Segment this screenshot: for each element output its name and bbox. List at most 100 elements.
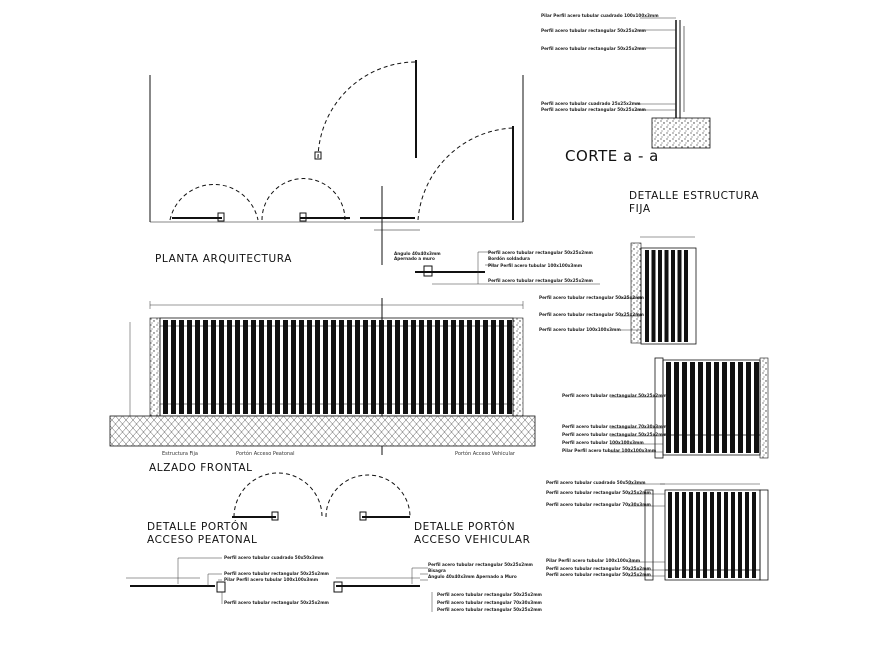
gate-slat [730,362,735,453]
svg-text:Perfil acero tubular rectangul: Perfil acero tubular rectangular 50x25x2… [546,572,652,577]
gate-slat [283,320,288,414]
gate-slat [203,320,208,414]
svg-text:Estructura Fija: Estructura Fija [162,451,198,457]
gate-slat [195,320,200,414]
svg-text:Perfil acero tubular rectangul: Perfil acero tubular rectangular 50x25x2… [224,600,330,605]
gate-slat [491,320,496,414]
gate-slat [677,250,682,342]
gate-slat [738,362,743,453]
gate-slat [219,320,224,414]
svg-text:Perfil acero tubular rectangul: Perfil acero tubular rectangular 70x30x3… [437,600,543,605]
door-swing-arc [261,178,346,221]
door-swing-arc [417,127,514,221]
gate-slat [731,492,735,578]
gate-slat [323,320,328,414]
svg-text:Perfil acero tubular rectangul: Perfil acero tubular rectangular 50x25x2… [488,250,594,255]
svg-text:Portón Acceso Peatonal: Portón Acceso Peatonal [236,450,295,457]
gate-slat [443,320,448,414]
corte-section: Pilar Perfil acero tubular cuadrado 100x… [541,13,711,165]
gate-slat [675,492,679,578]
door-swing-arc [169,183,259,221]
svg-text:Pilar Perfil acero tubular 100: Pilar Perfil acero tubular 100x100x3mm [488,263,583,268]
svg-text:Angulo 40x40x3mm Apernado a Mu: Angulo 40x40x3mm Apernado a Muro [428,574,517,579]
gate-slat [379,320,384,414]
svg-text:Perfil acero tubular rectangul: Perfil acero tubular rectangular 50x25x2… [488,278,594,283]
gate-slat [259,320,264,414]
gate-slat [668,492,672,578]
gate-slat [451,320,456,414]
gate-slat [371,320,376,414]
gate-slat [658,250,662,342]
svg-text:Pilar Perfil acero tubular cua: Pilar Perfil acero tubular cuadrado 100x… [541,13,659,18]
gate-slat [710,492,714,578]
gate-slat [163,320,168,414]
gate-slat [427,320,432,414]
svg-text:DETALLE PORTÓN: DETALLE PORTÓN [414,520,515,533]
detalle-porton-medio: Perfil acero tubular rectangular 50x25x2… [562,357,769,459]
gate-slat [752,492,756,578]
gate-slat [698,362,703,453]
planta-title: PLANTA ARQUITECTURA [155,253,292,265]
gate-slat [689,492,693,578]
svg-text:Perfil acero tubular 100x100x3: Perfil acero tubular 100x100x3mm [539,327,621,332]
gate-slat [696,492,700,578]
svg-text:DETALLE ESTRUCTURA: DETALLE ESTRUCTURA [629,190,759,202]
gate-slat [355,320,360,414]
gate-slat [187,320,192,414]
svg-text:Perfil acero tubular rectangul: Perfil acero tubular rectangular 50x25x2… [541,28,647,33]
gate-slat [387,320,392,414]
svg-text:Perfil acero tubular rectangul: Perfil acero tubular rectangular 50x25x2… [541,46,647,51]
detalle-porton-vehicular: DETALLE PORTÓN ACCESO VEHICULAR Perfil a… [325,474,543,612]
gate-slat [671,250,675,342]
gate-slat [291,320,296,414]
svg-text:Apernado a muro: Apernado a muro [394,256,435,261]
svg-text:Pilar Perfil acero tubular 100: Pilar Perfil acero tubular 100x100x3mm [546,558,641,563]
svg-text:Perfil acero tubular cuadrado: Perfil acero tubular cuadrado 50x50x3mm [546,480,646,485]
svg-text:Bisagra: Bisagra [428,568,446,573]
gate-slat [459,320,464,414]
gate-slat [307,320,312,414]
detalle-porton-inferior: Perfil acero tubular cuadrado 50x50x3mm … [546,480,769,581]
svg-text:Perfil acero tubular rectangul: Perfil acero tubular rectangular 70x30x3… [546,502,652,507]
alzado-frontal: Estructura Fija Portón Acceso Peatonal P… [109,298,536,474]
gate-slat [275,320,280,414]
gate-slat [243,320,248,414]
gate-slat [717,492,721,578]
gate-slat [706,362,711,453]
door-swing-arc [317,61,416,159]
gate-slat [347,320,352,414]
svg-text:Perfil acero tubular rectangul: Perfil acero tubular rectangular 50x25x2… [541,107,647,112]
gate-slat [651,250,656,342]
gate-slat [507,320,512,414]
alzado-title: ALZADO FRONTAL [149,462,253,474]
svg-text:Perfil acero tubular rectangul: Perfil acero tubular rectangular 50x25x2… [224,571,330,576]
gate-slat [745,492,749,578]
gate-slat [403,320,408,414]
svg-text:Perfil acero tubular rectangul: Perfil acero tubular rectangular 50x25x2… [562,393,668,398]
corte-title: CORTE a - a [565,147,659,165]
svg-text:Angulo 40x40x3mm: Angulo 40x40x3mm [394,251,441,256]
gate-slat [682,362,687,453]
gate-slat [684,250,688,342]
svg-text:Bordón soldadura: Bordón soldadura [488,256,530,261]
gate-slat [666,362,671,453]
gate-slat [682,492,686,578]
svg-text:FIJA: FIJA [629,203,651,215]
gate-slat [724,492,728,578]
gate-slat [722,362,727,453]
foundation-hatch [651,117,711,149]
gate-slat [703,492,707,578]
gate-slat [674,362,679,453]
svg-text:Perfil acero tubular rectangul: Perfil acero tubular rectangular 50x25x2… [539,312,645,317]
gate-slat [267,320,272,414]
gate-slat [227,320,232,414]
svg-text:Perfil acero tubular cuadrado: Perfil acero tubular cuadrado 50x50x3mm [224,555,324,560]
gate-slat [179,320,184,414]
gate-slat [475,320,480,414]
svg-text:DETALLE PORTÓN: DETALLE PORTÓN [147,520,248,533]
svg-text:Perfil acero tubular 100x100x3: Perfil acero tubular 100x100x3mm [562,440,644,445]
svg-text:ACCESO VEHICULAR: ACCESO VEHICULAR [414,534,531,546]
gate-slat [645,250,649,342]
svg-text:Perfil acero tubular cuadrado: Perfil acero tubular cuadrado 25x25x2mm [541,101,641,106]
gate-slat [664,250,669,342]
